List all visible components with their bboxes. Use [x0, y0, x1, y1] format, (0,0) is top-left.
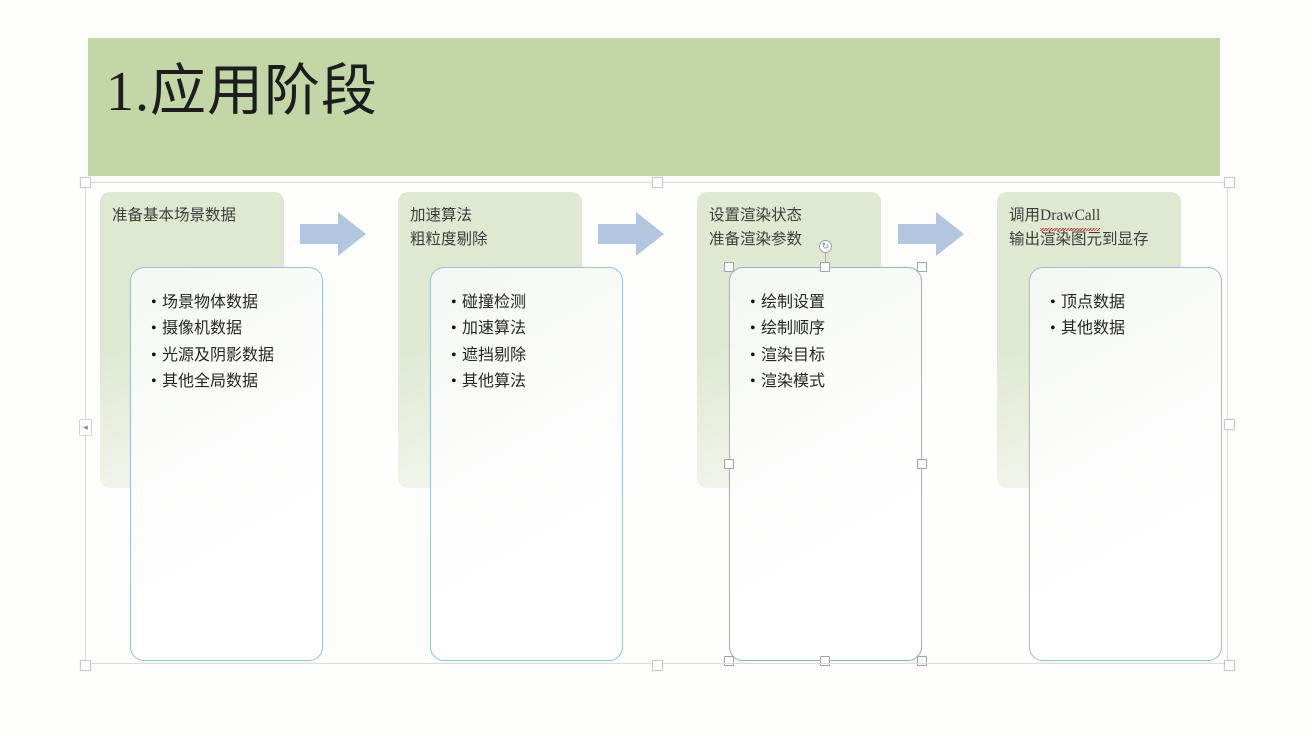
step-4-spellcheck-word: DrawCall	[1040, 204, 1101, 232]
step-2-bullet-list: 碰撞检测 加速算法 遮挡剔除 其他算法	[451, 290, 616, 396]
step-3-bullet-list: 绘制设置 绘制顺序 渲染目标 渲染模式	[750, 290, 915, 396]
list-item: 摄像机数据	[151, 316, 316, 342]
group-handle-top-center[interactable]	[652, 177, 663, 188]
group-handle-middle-right[interactable]	[1224, 419, 1235, 430]
list-item: 其他数据	[1050, 316, 1215, 342]
list-item: 渲染目标	[750, 343, 915, 369]
list-item: 场景物体数据	[151, 290, 316, 316]
step-4-header-label: 调用DrawCall 输出渲染图元到显存	[1009, 204, 1175, 252]
step-3-header-line-2: 准备渲染参数	[709, 231, 803, 249]
step-1-detail-box[interactable]: 场景物体数据 摄像机数据 光源及阴影数据 其他全局数据	[130, 267, 323, 661]
step-4-header-prefix: 调用	[1009, 207, 1041, 224]
page-title: 1.应用阶段	[106, 61, 378, 123]
list-item: 渲染模式	[750, 369, 915, 395]
rotation-stem	[825, 252, 826, 266]
arrow-1-icon	[300, 212, 366, 256]
resize-handle-bottom-right[interactable]	[917, 656, 927, 666]
group-handle-bottom-center[interactable]	[652, 660, 663, 671]
step-1-header-label: 准备基本场景数据	[112, 204, 278, 228]
step-4-header-line-1: 调用DrawCall	[1009, 204, 1175, 232]
step-3-header-line-1: 设置渲染状态	[709, 207, 803, 224]
list-item: 绘制设置	[750, 290, 915, 316]
resize-handle-top-left[interactable]	[724, 262, 734, 272]
resize-handle-middle-right[interactable]	[917, 459, 927, 469]
group-handle-top-right[interactable]	[1224, 177, 1235, 188]
list-item: 光源及阴影数据	[151, 343, 316, 369]
resize-handle-bottom-left[interactable]	[724, 656, 734, 666]
step-1-bullet-list: 场景物体数据 摄像机数据 光源及阴影数据 其他全局数据	[151, 290, 316, 396]
group-handle-bottom-left[interactable]	[80, 660, 91, 671]
list-item: 加速算法	[451, 316, 616, 342]
resize-handle-bottom-center[interactable]	[820, 656, 830, 666]
group-handle-top-left[interactable]	[80, 177, 91, 188]
list-item: 绘制顺序	[750, 316, 915, 342]
step-3-header-label: 设置渲染状态 准备渲染参数	[709, 204, 875, 252]
title-banner: 1.应用阶段	[88, 38, 1220, 176]
rotate-handle[interactable]: ↻	[819, 240, 832, 253]
arrow-3-icon	[898, 212, 964, 256]
resize-handle-top-center[interactable]	[820, 262, 830, 272]
step-2-header-label: 加速算法 粗粒度剔除	[410, 204, 576, 252]
list-item: 其他全局数据	[151, 369, 316, 395]
list-item: 遮挡剔除	[451, 343, 616, 369]
resize-handle-top-right[interactable]	[917, 262, 927, 272]
list-item: 顶点数据	[1050, 290, 1215, 316]
collapse-chevron-icon[interactable]: ◂	[79, 419, 92, 436]
group-handle-bottom-right[interactable]	[1224, 660, 1235, 671]
list-item: 其他算法	[451, 369, 616, 395]
step-4-header-line-2: 输出渲染图元到显存	[1009, 231, 1149, 249]
step-4-bullet-list: 顶点数据 其他数据	[1050, 290, 1215, 343]
step-4-detail-box[interactable]: 顶点数据 其他数据	[1029, 267, 1222, 661]
list-item: 碰撞检测	[451, 290, 616, 316]
step-3-detail-box[interactable]: 绘制设置 绘制顺序 渲染目标 渲染模式	[729, 267, 922, 661]
step-1-header-line-1: 准备基本场景数据	[112, 207, 237, 224]
resize-handle-middle-left[interactable]	[724, 459, 734, 469]
step-2-header-line-2: 粗粒度剔除	[410, 231, 488, 249]
arrow-2-icon	[598, 212, 664, 256]
step-2-detail-box[interactable]: 碰撞检测 加速算法 遮挡剔除 其他算法	[430, 267, 623, 661]
step-2-header-line-1: 加速算法	[410, 207, 473, 224]
